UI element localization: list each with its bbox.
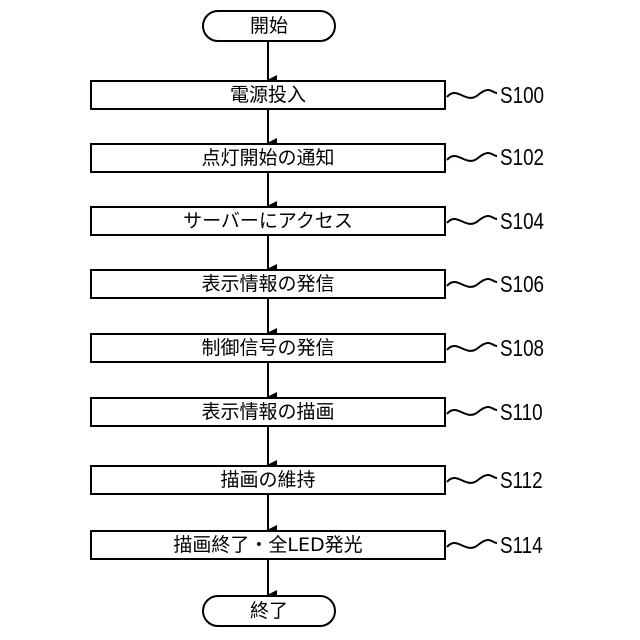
step-id-s108: S108 [500, 337, 544, 360]
leader-line [447, 279, 497, 287]
leader-line [447, 475, 497, 483]
step-id-s104: S104 [500, 210, 544, 233]
step-id-s112: S112 [500, 469, 543, 492]
end-terminal: 終了 [202, 595, 336, 627]
step-id-s100: S100 [500, 84, 544, 107]
leader-line [447, 540, 497, 548]
leader-line [447, 153, 497, 161]
step-box-s106: 表示情報の発信 [90, 269, 446, 299]
start-terminal: 開始 [202, 10, 336, 42]
step-box-s108: 制御信号の発信 [90, 333, 446, 363]
leader-line [447, 90, 497, 98]
step-id-s102: S102 [500, 146, 544, 169]
leader-line [447, 407, 497, 415]
step-box-s100: 電源投入 [90, 80, 446, 110]
leader-line [447, 343, 497, 351]
step-box-s114: 描画終了・全LED発光 [90, 530, 446, 560]
leader-line [447, 216, 497, 224]
step-box-s102: 点灯開始の通知 [90, 143, 446, 173]
step-box-s104: サーバーにアクセス [90, 206, 446, 236]
step-id-s106: S106 [500, 273, 544, 296]
step-box-s110: 表示情報の描画 [90, 397, 446, 427]
step-id-s110: S110 [500, 401, 543, 424]
step-leader-lines [447, 90, 497, 548]
step-id-s114: S114 [500, 534, 543, 557]
step-box-s112: 描画の維持 [90, 465, 446, 495]
